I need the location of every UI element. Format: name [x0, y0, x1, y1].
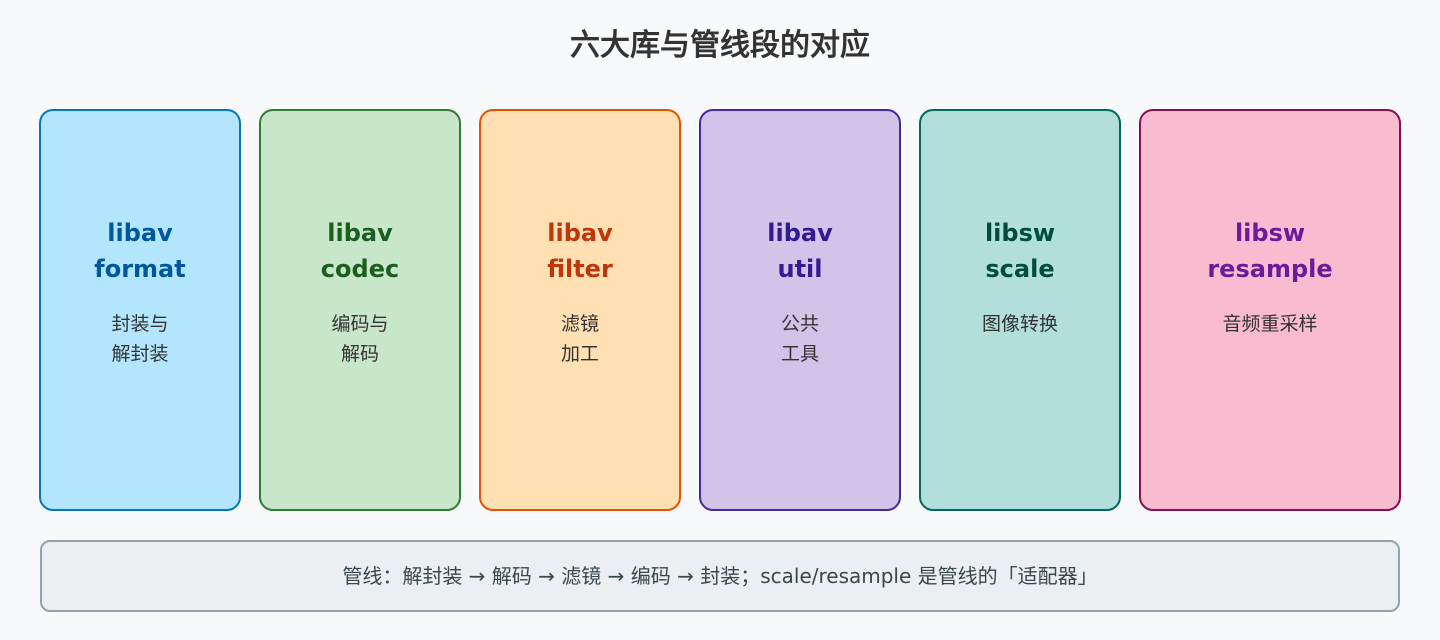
library-card-libavcodec: libav codec 编码与 解码	[259, 109, 461, 511]
library-name-line1: libsw	[984, 219, 1056, 247]
library-description: 图像转换	[921, 309, 1119, 339]
library-desc-line1: 封装与	[111, 313, 169, 335]
card-content: libav format 封装与 解封装	[41, 215, 239, 369]
card-content: libav codec 编码与 解码	[261, 215, 459, 369]
library-description: 音频重采样	[1141, 309, 1399, 339]
library-desc-line1: 滤镜	[560, 313, 599, 335]
library-desc-line2: 解封装	[111, 343, 169, 365]
library-name-line2: format	[94, 255, 186, 283]
library-name-line1: libav	[547, 219, 613, 247]
card-content: libav util 公共 工具	[701, 215, 899, 369]
library-cards: libav format 封装与 解封装 libav codec 编码与 解码 …	[39, 109, 1401, 511]
library-name-line2: codec	[320, 255, 400, 283]
card-content: libsw resample 音频重采样	[1141, 215, 1399, 339]
library-desc-line2: 工具	[780, 343, 819, 365]
library-card-libavfilter: libav filter 滤镜 加工	[479, 109, 681, 511]
library-desc-line1: 音频重采样	[1222, 313, 1318, 335]
library-description: 公共 工具	[701, 309, 899, 369]
pipeline-caption: 管线：解封装 → 解码 → 滤镜 → 编码 → 封装；scale/resampl…	[40, 540, 1400, 612]
library-name-line1: libav	[327, 219, 393, 247]
card-content: libav filter 滤镜 加工	[481, 215, 679, 369]
library-desc-line1: 公共	[780, 313, 819, 335]
library-name-line2: filter	[547, 255, 613, 283]
library-card-libswresample: libsw resample 音频重采样	[1139, 109, 1401, 511]
library-desc-line2: 解码	[340, 343, 379, 365]
library-description: 封装与 解封装	[41, 309, 239, 369]
library-desc-line2: 加工	[560, 343, 599, 365]
library-name-line2: util	[777, 255, 823, 283]
library-desc-line1: 图像转换	[981, 313, 1058, 335]
library-card-libswscale: libsw scale 图像转换	[919, 109, 1121, 511]
library-card-libavformat: libav format 封装与 解封装	[39, 109, 241, 511]
library-name-line2: resample	[1207, 255, 1333, 283]
library-name-line1: libav	[107, 219, 173, 247]
library-name-line2: scale	[985, 255, 1055, 283]
library-description: 滤镜 加工	[481, 309, 679, 369]
library-name-line1: libsw	[1234, 219, 1306, 247]
library-card-libavutil: libav util 公共 工具	[699, 109, 901, 511]
card-content: libsw scale 图像转换	[921, 215, 1119, 339]
library-description: 编码与 解码	[261, 309, 459, 369]
library-desc-line1: 编码与	[331, 313, 389, 335]
diagram-title: 六大库与管线段的对应	[570, 28, 870, 63]
library-name-line1: libav	[767, 219, 833, 247]
